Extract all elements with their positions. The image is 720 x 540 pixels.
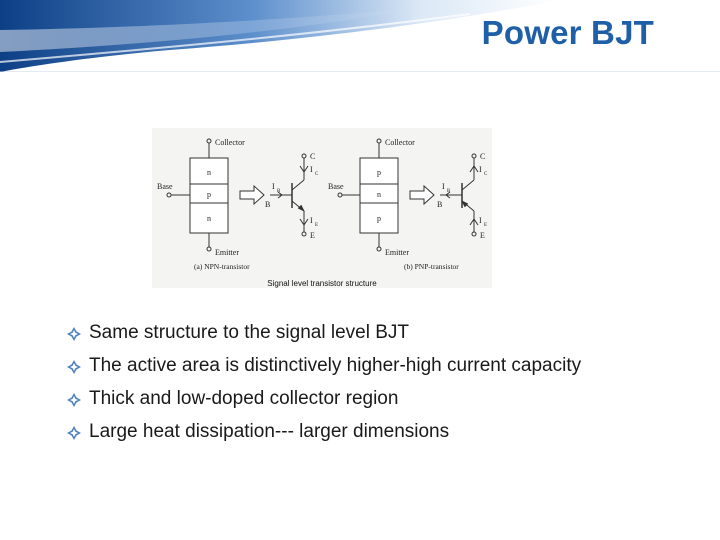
bullet-text: Large heat dissipation--- larger dimensi… <box>89 421 450 442</box>
pnp-structure: Collector p n p Base Emitter (b) PNP-tra… <box>328 138 459 271</box>
svg-text:E: E <box>484 223 487 228</box>
npn-emitter-label: Emitter <box>215 248 239 257</box>
pnp-layer-bottom: p <box>377 214 381 223</box>
npn-emitter-terminal <box>206 246 212 252</box>
figure-caption: Signal level transistor structure <box>267 279 377 288</box>
svg-text:I: I <box>310 216 313 225</box>
npn-layer-stack <box>189 157 229 234</box>
svg-text:C: C <box>315 172 319 177</box>
bullet-item: The active area is distinctively higher-… <box>64 354 674 378</box>
npn-equivalence-arrow <box>239 184 265 206</box>
diamond-bullet-icon <box>67 327 81 341</box>
diamond-bullet-icon <box>67 360 81 374</box>
diamond-bullet-icon <box>67 426 81 440</box>
svg-text:C: C <box>484 172 488 177</box>
transistor-diagram: Collector n p n Base Emitter (a) NPN-tra… <box>152 128 492 288</box>
svg-text:B: B <box>277 189 281 194</box>
pnp-base-label: Base <box>328 182 344 191</box>
npn-layer-bottom: n <box>207 214 211 223</box>
svg-text:I: I <box>272 182 275 191</box>
bullet-text: Thick and low-doped collector region <box>89 388 399 409</box>
svg-text:B: B <box>437 200 442 209</box>
header-swoosh-graphic <box>0 0 720 72</box>
svg-text:E: E <box>310 231 315 240</box>
npn-structure: Collector n p n Base Emitter (a) NPN-tra… <box>157 138 250 271</box>
npn-caption: (a) NPN-transistor <box>194 262 250 271</box>
bullet-item: Same structure to the signal level BJT <box>64 321 674 345</box>
pnp-symbol: C I C I B B I E E <box>437 152 488 240</box>
svg-text:E: E <box>480 231 485 240</box>
npn-layer-mid: p <box>207 190 211 199</box>
npn-base-label: Base <box>157 182 173 191</box>
diamond-bullet-icon <box>67 393 81 407</box>
bullet-text: Same structure to the signal level BJT <box>89 322 409 343</box>
pnp-layer-top: p <box>377 168 381 177</box>
svg-text:I: I <box>310 165 313 174</box>
svg-text:I: I <box>442 182 445 191</box>
pnp-layer-stack <box>359 157 399 234</box>
npn-layer-top: n <box>207 168 211 177</box>
bullet-list: Same structure to the signal level BJT T… <box>64 321 674 453</box>
svg-text:B: B <box>447 189 451 194</box>
transistor-structure-figure: Collector n p n Base Emitter (a) NPN-tra… <box>152 128 492 288</box>
pnp-equivalence-arrow <box>409 184 435 206</box>
pnp-emitter-label: Emitter <box>385 248 409 257</box>
svg-text:B: B <box>265 200 270 209</box>
bullet-item: Large heat dissipation--- larger dimensi… <box>64 420 674 444</box>
svg-text:I: I <box>479 216 482 225</box>
svg-text:C: C <box>310 152 315 161</box>
pnp-collector-label: Collector <box>385 138 415 147</box>
slide-title: Power BJT <box>481 14 654 51</box>
pnp-layer-mid: n <box>377 190 381 199</box>
npn-collector-label: Collector <box>215 138 245 147</box>
npn-symbol: C I C I B B I E E <box>265 152 319 240</box>
bullet-item: Thick and low-doped collector region <box>64 387 674 411</box>
svg-text:E: E <box>315 223 318 228</box>
slide-header: Power BJT <box>0 0 720 72</box>
svg-text:C: C <box>480 152 485 161</box>
pnp-emitter-terminal <box>376 246 382 252</box>
pnp-caption: (b) PNP-transistor <box>404 262 459 271</box>
bullet-text: The active area is distinctively higher-… <box>89 355 582 376</box>
svg-text:I: I <box>479 165 482 174</box>
